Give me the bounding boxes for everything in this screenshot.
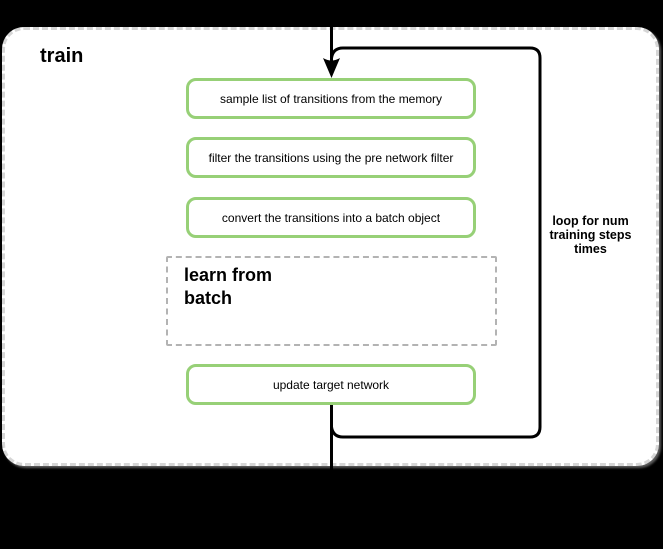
step-filter-transitions: filter the transitions using the pre net…	[186, 137, 476, 178]
step-update-target-network-label: update target network	[272, 377, 390, 392]
entry-arrowhead-icon	[323, 58, 340, 78]
step-convert-to-batch: convert the transitions into a batch obj…	[186, 197, 476, 238]
subprocess-learn-from-batch-label: learn from batch	[184, 265, 273, 309]
step-sample-transitions-label: sample list of transitions from the memo…	[219, 91, 443, 106]
loop-annotation: loop for num training steps times	[549, 214, 632, 256]
step-convert-to-batch-label: convert the transitions into a batch obj…	[221, 210, 441, 225]
train-group-title: train	[40, 45, 84, 67]
step-update-target-network: update target network	[186, 364, 476, 405]
loop-boundary	[330, 46, 542, 439]
subprocess-learn-from-batch: learn from batch	[166, 256, 497, 346]
step-sample-transitions: sample list of transitions from the memo…	[186, 78, 476, 119]
step-filter-transitions-label: filter the transitions using the pre net…	[208, 150, 454, 165]
